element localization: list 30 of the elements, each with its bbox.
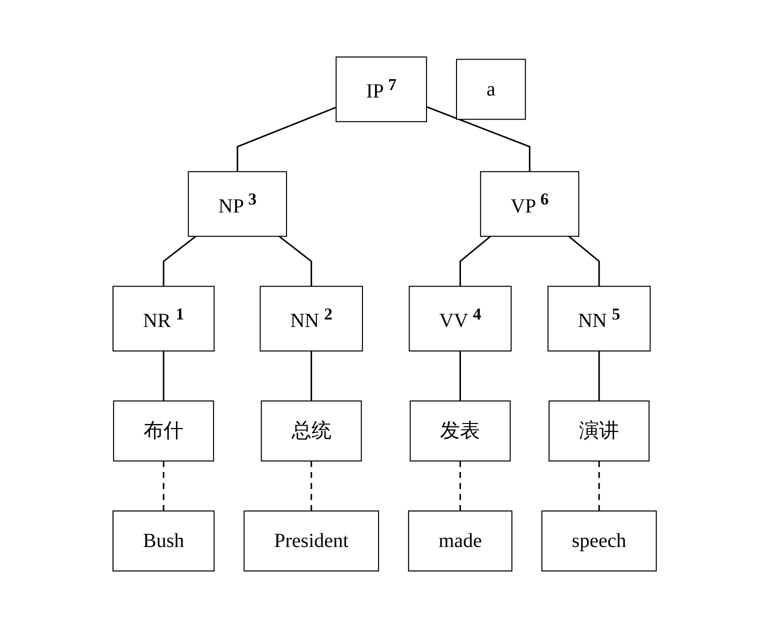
node-box: NN $^{2}$ — [260, 285, 363, 351]
connector — [598, 460, 600, 510]
connector — [568, 235, 600, 286]
connector — [278, 235, 312, 286]
node-box: NR $^{1}$ — [112, 285, 214, 351]
node-box: President — [243, 510, 379, 571]
node-box: IP $^{7}$ — [335, 56, 427, 122]
connector — [459, 350, 461, 400]
connector — [310, 460, 312, 510]
node-box: NN $^{5}$ — [547, 285, 651, 351]
node-box: 布什 — [112, 400, 214, 461]
node-box: VV $^{4}$ — [408, 285, 512, 351]
node-box: made — [408, 510, 512, 571]
node-box: speech — [541, 510, 657, 571]
node-box: a — [456, 58, 526, 120]
node-box: VP $^{6}$ — [480, 170, 580, 236]
connector — [162, 460, 164, 510]
connector — [162, 235, 196, 286]
node-box: 总统 — [260, 400, 362, 461]
connector — [459, 460, 461, 510]
connector — [459, 235, 491, 286]
connector — [236, 106, 336, 172]
node-box: 发表 — [410, 400, 511, 461]
node-box: 演讲 — [548, 400, 650, 461]
connector — [598, 350, 600, 400]
node-box: NP $^{3}$ — [188, 170, 287, 236]
connector — [426, 106, 530, 172]
node-box: Bush — [112, 510, 214, 571]
connector — [310, 350, 312, 400]
connector — [162, 350, 164, 400]
